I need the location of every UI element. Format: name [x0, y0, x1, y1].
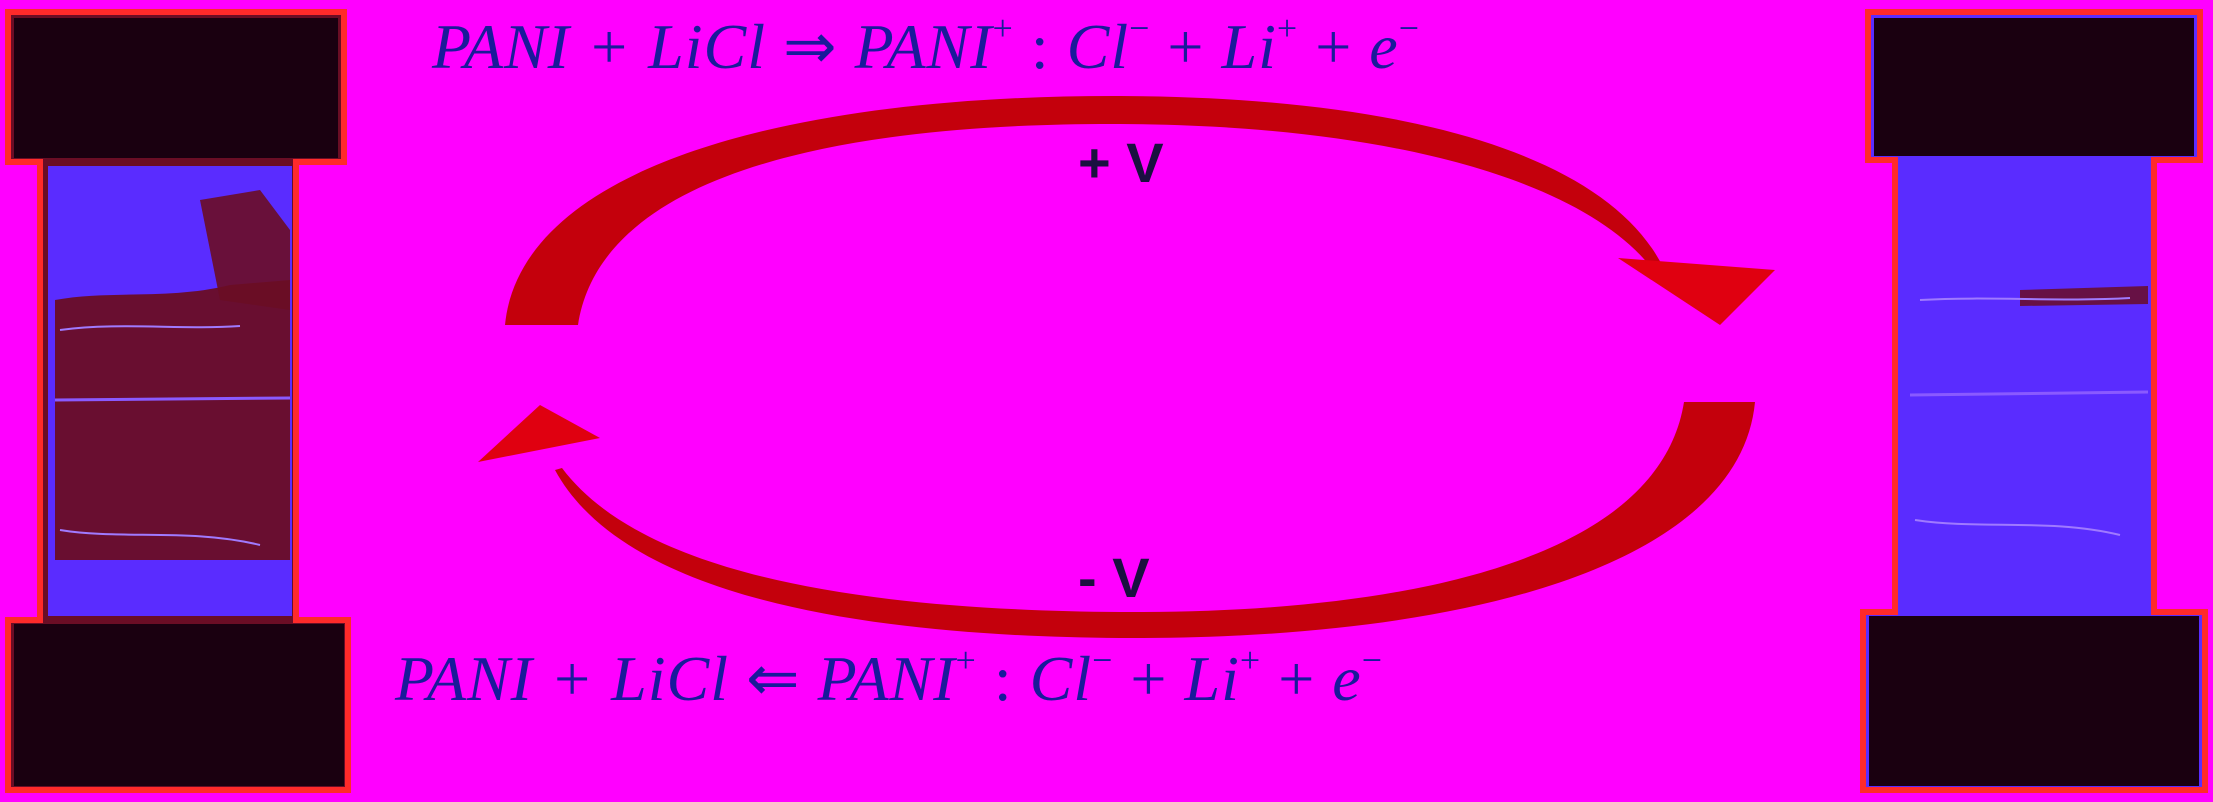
positive-voltage-label: + V — [1078, 131, 1164, 194]
negative-voltage-label: - V — [1078, 546, 1150, 609]
lower-cycle-arrow — [478, 402, 1755, 639]
right-film-body — [1902, 164, 2148, 608]
left-bottom-clamp — [14, 624, 344, 786]
reduction-equation: PANI + LiCl ⇐ PANI+ : Cl− + Li+ + e− — [395, 640, 1383, 714]
right-film-dark-spot — [2020, 286, 2148, 306]
left-film-sample — [5, 9, 351, 793]
left-top-clamp — [14, 18, 338, 158]
right-bottom-clamp — [1869, 616, 2199, 786]
left-film-dark-region — [55, 280, 290, 560]
right-film-sample — [1860, 9, 2208, 793]
upper-cycle-arrow — [505, 95, 1775, 325]
right-top-clamp — [1874, 18, 2194, 156]
oxidation-equation: PANI + LiCl ⇒ PANI+ : Cl− + Li+ + e− — [432, 8, 1420, 82]
